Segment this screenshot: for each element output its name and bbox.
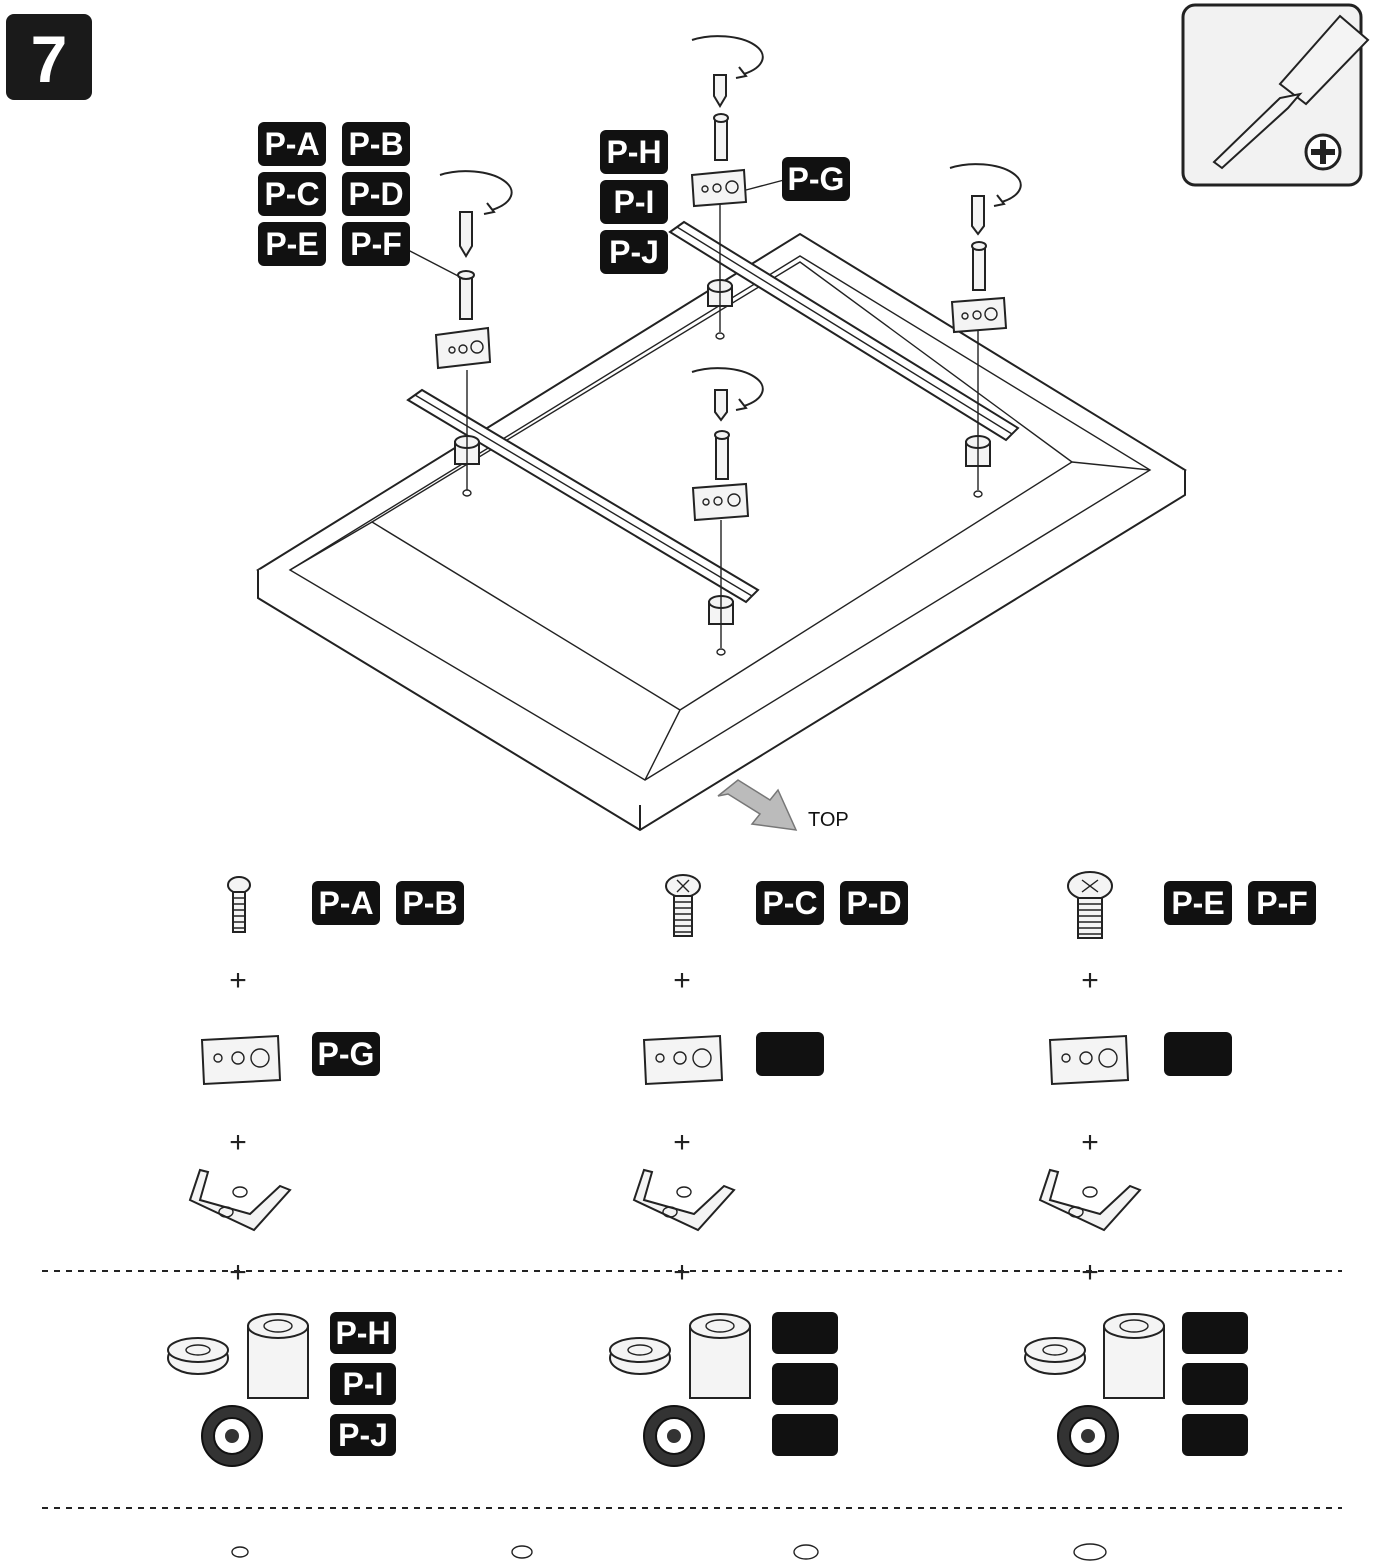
tag-label: P-H bbox=[335, 1315, 390, 1351]
spacer-fr bbox=[708, 520, 734, 656]
bracket-section-icon bbox=[632, 1168, 736, 1232]
plus-sign: + bbox=[1081, 1256, 1099, 1289]
top-label-group-left: P-A P-B P-C P-D P-E P-F bbox=[258, 122, 410, 266]
phillips-screwdriver-icon bbox=[1181, 3, 1370, 187]
plus-sign: + bbox=[229, 1256, 247, 1289]
tag-label: P-G bbox=[318, 1036, 375, 1072]
legend-column-3: P-E P-F + + bbox=[1024, 871, 1316, 1467]
spacer-br bbox=[965, 330, 991, 498]
tag-label: P-F bbox=[1256, 885, 1308, 921]
tag-label: P-J bbox=[338, 1417, 388, 1453]
screw-washer-mid bbox=[691, 367, 764, 522]
screw-washer-right bbox=[949, 163, 1022, 334]
spacer-bl bbox=[707, 205, 733, 340]
screw-washer-left bbox=[434, 170, 513, 370]
tag-label: P-B bbox=[402, 885, 457, 921]
hole-size-4 bbox=[1073, 1543, 1107, 1561]
bracket-section-icon bbox=[188, 1168, 292, 1232]
spacer-set-icon bbox=[609, 1313, 751, 1467]
tag-label: P-E bbox=[1171, 885, 1224, 921]
legend-column-2: P-C P-D + + bbox=[609, 874, 908, 1467]
tag-label: P-D bbox=[348, 176, 403, 212]
tv-panel bbox=[256, 232, 1187, 832]
tag-label: P-G bbox=[788, 161, 845, 197]
legend-column-1: P-A P-B + P-G + P-H P-I P-J bbox=[167, 876, 464, 1467]
screw-small-icon bbox=[227, 876, 251, 933]
tag-label: P-I bbox=[614, 184, 655, 220]
tag-label: P-C bbox=[762, 885, 817, 921]
tag-label: P-J bbox=[609, 234, 659, 270]
tag-label: P-E bbox=[265, 226, 318, 262]
leader-line-left bbox=[407, 249, 463, 279]
washer-plate-icon bbox=[200, 1034, 282, 1086]
plus-sign: + bbox=[673, 1126, 691, 1159]
leader-line-washer bbox=[745, 179, 785, 191]
tag-label: P-A bbox=[264, 126, 319, 162]
plus-sign: + bbox=[229, 964, 247, 997]
tag-label: P-A bbox=[318, 885, 373, 921]
hole-size-indicators bbox=[231, 1543, 1107, 1561]
hole-size-3 bbox=[793, 1544, 819, 1560]
spacer-set-icon bbox=[1024, 1313, 1165, 1467]
bracket-section-icon bbox=[1038, 1168, 1142, 1232]
hole-size-1 bbox=[231, 1546, 249, 1558]
tag-label: P-C bbox=[264, 176, 319, 212]
spacer-set-icon bbox=[167, 1313, 309, 1467]
top-label-washer: P-G bbox=[782, 157, 850, 201]
tag-label: P-F bbox=[350, 226, 402, 262]
plus-sign: + bbox=[1081, 964, 1099, 997]
hole-size-2 bbox=[511, 1545, 533, 1559]
washer-plate-icon bbox=[642, 1034, 724, 1086]
top-label-group-mid: P-H P-I P-J bbox=[600, 130, 668, 274]
tag-label: P-B bbox=[348, 126, 403, 162]
spacer-fl bbox=[454, 370, 480, 497]
top-direction-arrow-icon bbox=[717, 779, 798, 831]
mounting-bracket-left bbox=[406, 388, 760, 604]
screw-washer-back bbox=[690, 35, 764, 208]
screw-medium-icon bbox=[665, 874, 701, 937]
top-direction-label: TOP bbox=[808, 809, 849, 831]
plus-sign: + bbox=[229, 1126, 247, 1159]
tag-label: P-H bbox=[606, 134, 661, 170]
step-number: 7 bbox=[31, 22, 68, 96]
tag-label: P-D bbox=[846, 885, 901, 921]
plus-sign: + bbox=[673, 964, 691, 997]
plus-sign: + bbox=[1081, 1126, 1099, 1159]
step-badge: 7 bbox=[6, 14, 92, 100]
plus-sign: + bbox=[673, 1256, 691, 1289]
screw-large-icon bbox=[1067, 871, 1113, 939]
mounting-bracket-right bbox=[668, 220, 1020, 442]
tag-label: P-I bbox=[343, 1366, 384, 1402]
washer-plate-icon bbox=[1048, 1034, 1130, 1086]
